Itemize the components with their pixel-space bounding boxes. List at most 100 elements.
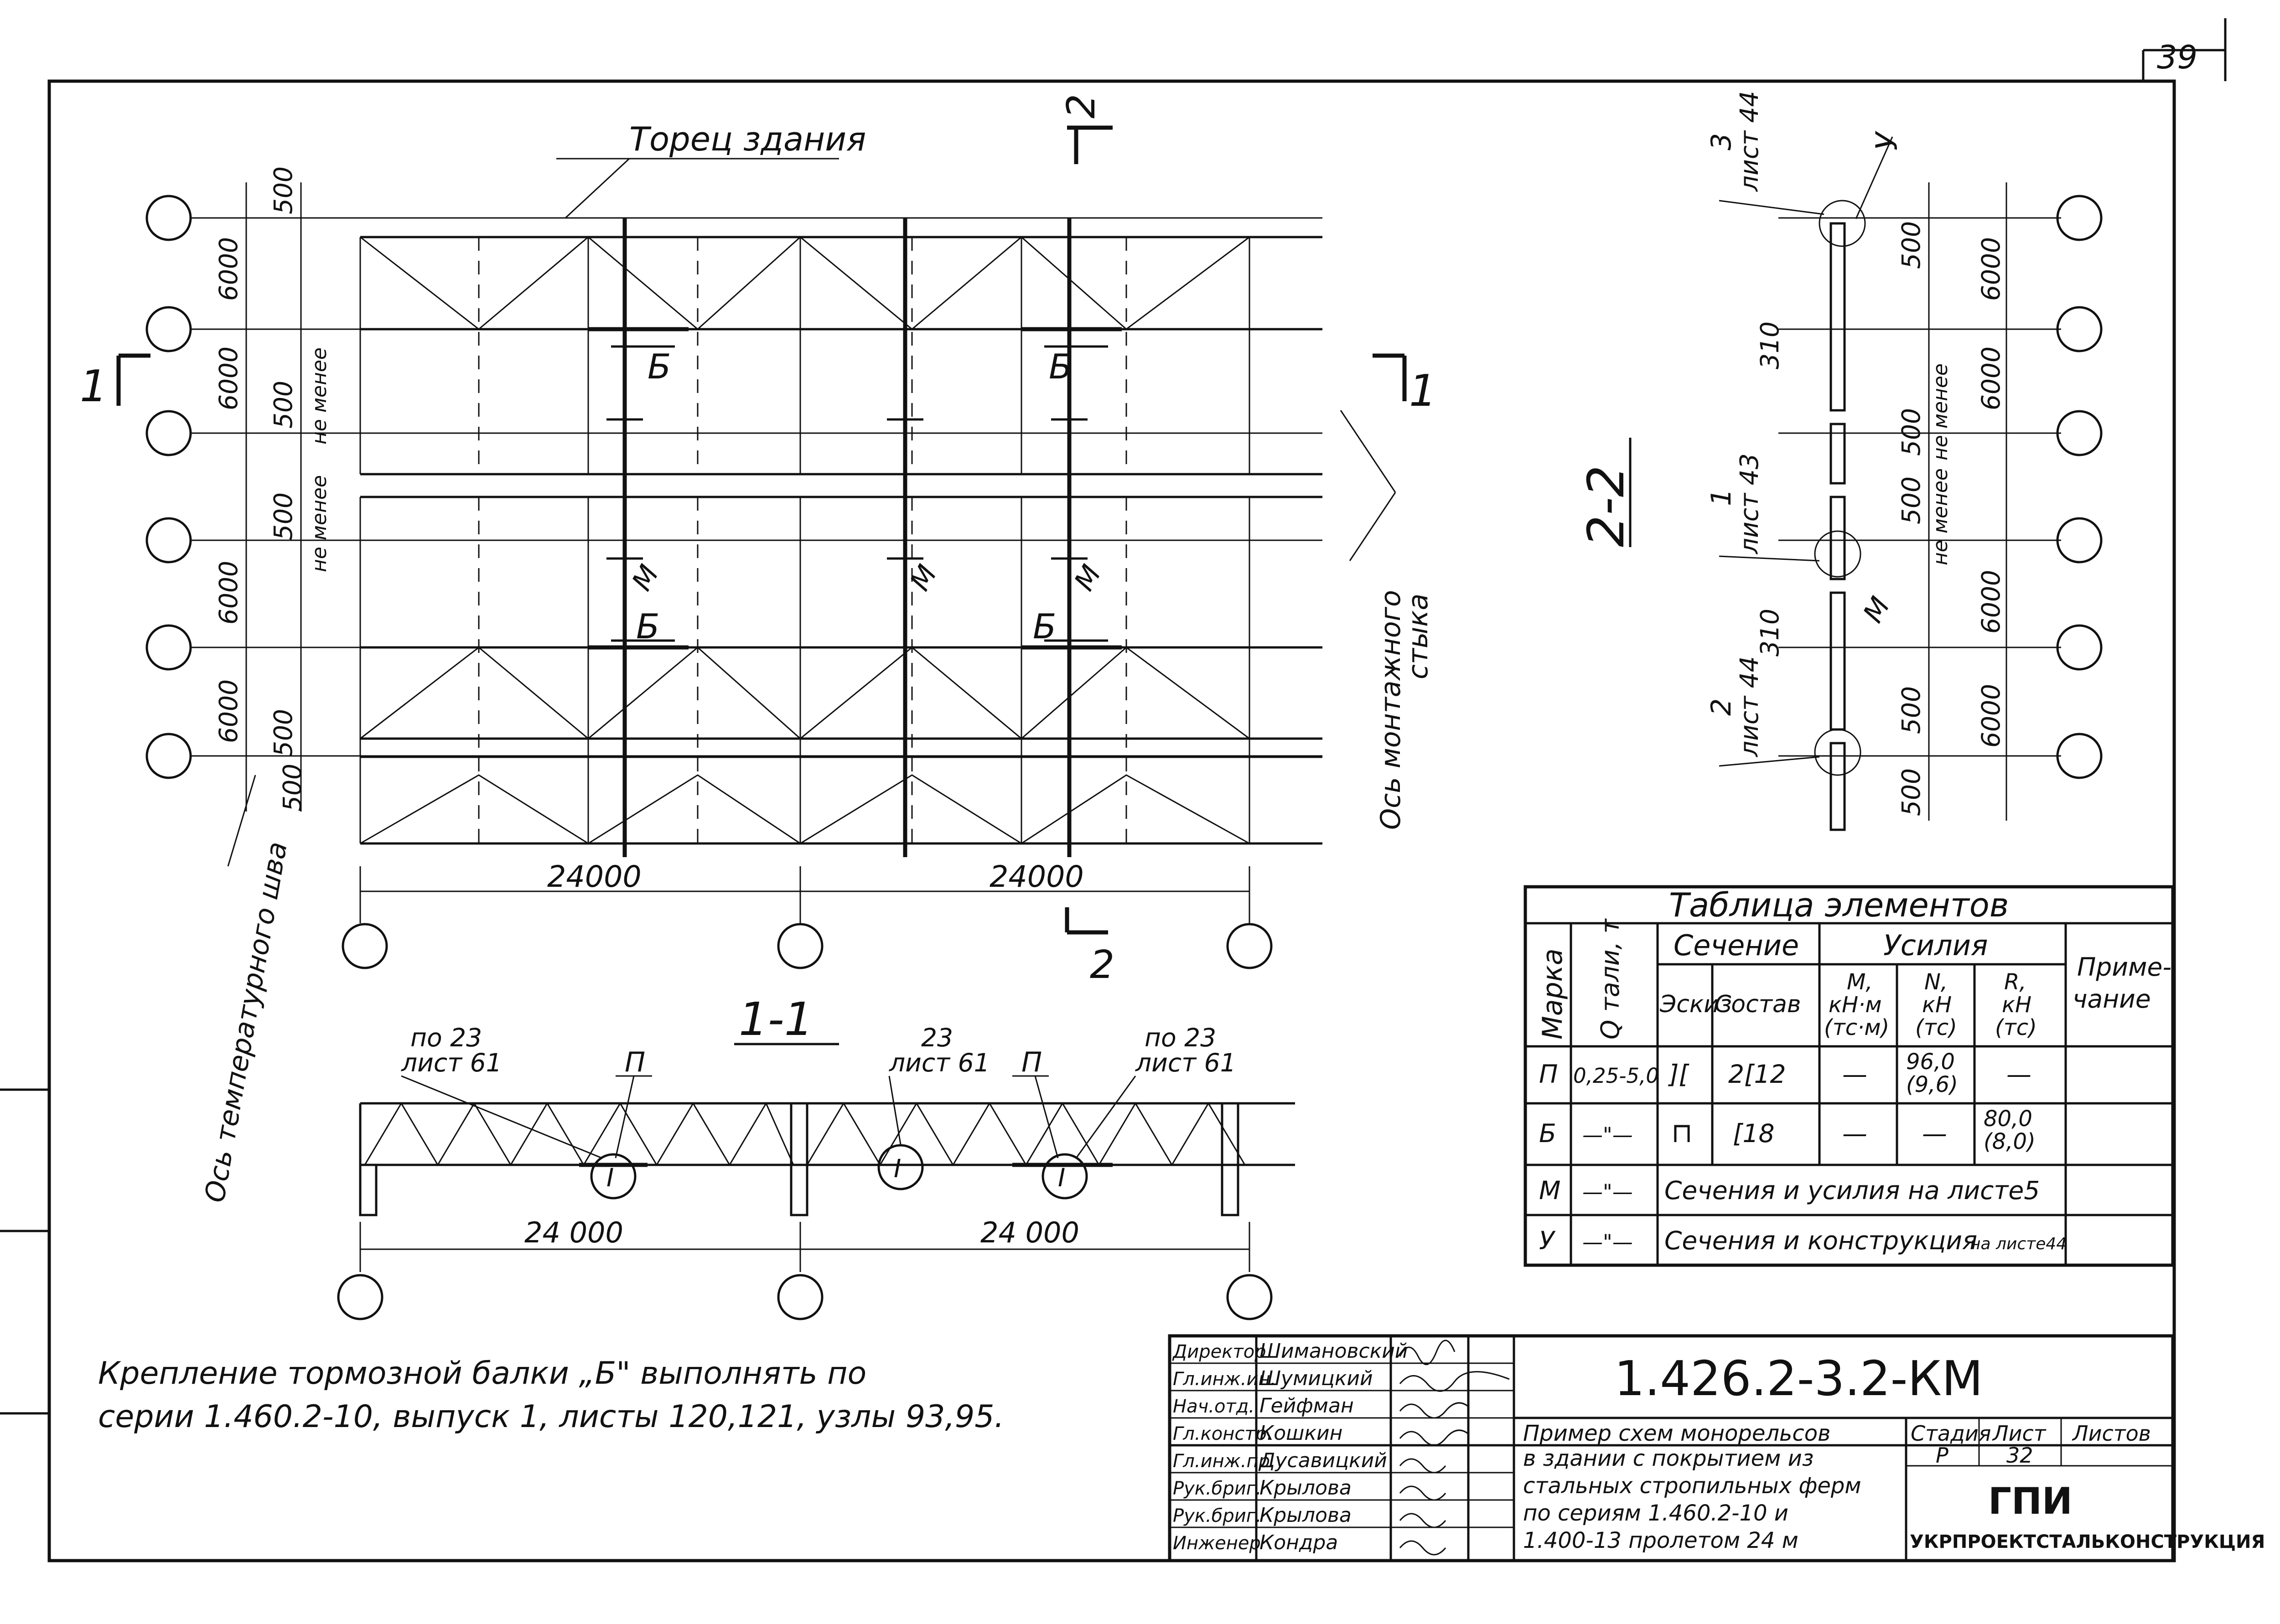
mark-p-1: П xyxy=(625,1046,645,1078)
svg-text:не менее: не менее xyxy=(308,475,331,572)
drawing-description: Пример схем монорельсов в здании с покры… xyxy=(1523,1421,1861,1553)
callout-2: 2 xyxy=(1705,698,1737,716)
svg-text:—: — xyxy=(2006,1060,2031,1089)
col-n-1: N, xyxy=(1924,969,1948,995)
svg-text:по сериям 1.460.2-10 и: по сериям 1.460.2-10 и xyxy=(1523,1500,1788,1526)
col-sketch: Эскиз xyxy=(1659,991,1732,1018)
svg-text:в здании с покрытием из: в здании с покрытием из xyxy=(1523,1446,1814,1471)
section-mark-2-bottom: 2 xyxy=(1065,907,1114,988)
table-row: У —"— Сечения и конструкция на листе44 xyxy=(1539,1226,2067,1255)
svg-text:24000: 24000 xyxy=(547,860,642,894)
col-m-1: M, xyxy=(1847,969,1873,995)
axis-circles-bottom xyxy=(342,923,1273,969)
svg-text:6000: 6000 xyxy=(1976,684,2005,748)
svg-text:6000: 6000 xyxy=(214,561,243,625)
svg-text:—"—: —"— xyxy=(1582,1123,1633,1147)
svg-text:не менее: не менее xyxy=(308,347,331,445)
svg-text:96,0: 96,0 xyxy=(1906,1049,1955,1075)
callout-1-sheet: лист 43 xyxy=(1735,453,1764,554)
mark-p-2: П xyxy=(1021,1046,1042,1078)
col-forces: Усилия xyxy=(1883,929,1988,962)
svg-text:500: 500 xyxy=(278,764,307,812)
callout-left-2: лист 61 xyxy=(401,1048,502,1077)
svg-text:500: 500 xyxy=(1897,768,1926,816)
svg-text:—: — xyxy=(1842,1119,1867,1148)
col-m-3: (тс·м) xyxy=(1824,1015,1889,1040)
sheet-number-top: 39 xyxy=(2157,39,2197,76)
svg-text:0,25-5,0: 0,25-5,0 xyxy=(1573,1064,1659,1088)
svg-text:П: П xyxy=(1539,1060,1558,1089)
svg-text:Рук.бриг.: Рук.бриг. xyxy=(1173,1505,1261,1526)
svg-text:500: 500 xyxy=(269,166,298,214)
svg-text:1: 1 xyxy=(1409,366,1436,416)
plan-dimensions-left: 500 6000 6000 500 не менее 500 не менее … xyxy=(214,166,331,812)
section-1-1-title: 1-1 xyxy=(739,993,813,1046)
note-line-1: Крепление тормозной балки „Б" выполнять … xyxy=(98,1355,866,1391)
svg-text:1: 1 xyxy=(80,362,107,412)
section-1-1: 1-1 I I I по 23 лист 61 23 лист 61 по 23… xyxy=(337,993,1295,1320)
col-section: Сечение xyxy=(1674,929,1799,962)
svg-text:(8,0): (8,0) xyxy=(1984,1129,2036,1154)
svg-text:Кошкин: Кошкин xyxy=(1259,1422,1342,1445)
svg-text:Дусавицкий: Дусавицкий xyxy=(1259,1449,1387,1472)
svg-text:6000: 6000 xyxy=(214,347,243,410)
svg-text:Гл.инж.пр.: Гл.инж.пр. xyxy=(1173,1451,1276,1472)
mounting-note: Крепление тормозной балки „Б" выполнять … xyxy=(98,1355,1004,1435)
table-row: П 0,25-5,0 ][ 2[12 — 96,0 (9,6) — xyxy=(1539,1049,2031,1097)
svg-text:Сечения и конструкция: Сечения и конструкция xyxy=(1664,1226,1977,1255)
col-note-1: Приме- xyxy=(2077,952,2171,982)
svg-text:—"—: —"— xyxy=(1582,1180,1633,1204)
brake-beams xyxy=(588,327,1122,650)
svg-text:6000: 6000 xyxy=(214,237,243,301)
svg-text:500: 500 xyxy=(269,709,298,757)
table-title: Таблица элементов xyxy=(1669,886,2009,924)
assembly-joint-axis-label-2: стыка xyxy=(1402,594,1434,679)
svg-text:Директор: Директор xyxy=(1172,1341,1266,1362)
title-block: 1.426.2-3.2-КМ Директор Гл.инж.ин. Нач.о… xyxy=(1168,1334,2265,1562)
section-mark-2-top: 2 xyxy=(1059,94,1113,164)
svg-text:(9,6): (9,6) xyxy=(1906,1072,1958,1097)
callout-left-1: по 23 xyxy=(410,1023,482,1052)
section-1-1-dim-1: 24 000 xyxy=(524,1216,623,1249)
svg-text:500: 500 xyxy=(1897,686,1926,734)
svg-text:6000: 6000 xyxy=(1976,570,2005,634)
hoist-i-2: I xyxy=(894,1154,901,1183)
handwritten-signatures xyxy=(1399,1340,1510,1556)
col-note-2: чание xyxy=(2073,984,2151,1014)
signature-names: Шимановский Шумицкий Гейфман Кошкин Дуса… xyxy=(1259,1340,1408,1554)
beam-b-label-2: Б xyxy=(1049,347,1072,387)
col-r-3: (тс) xyxy=(1995,1015,2037,1040)
roof-trusses-top xyxy=(359,236,1322,476)
svg-text:Крылова: Крылова xyxy=(1259,1476,1352,1500)
col-m-2: кН·м xyxy=(1829,992,1882,1018)
col-r-2: кН xyxy=(2002,992,2031,1018)
sheet-label: Лист xyxy=(1992,1421,2047,1446)
svg-text:Крылова: Крылова xyxy=(1259,1504,1352,1527)
svg-text:Гл.инж.ин.: Гл.инж.ин. xyxy=(1173,1369,1276,1390)
beam-b-label-3: Б xyxy=(636,606,659,646)
hoist-i-1: I xyxy=(606,1163,614,1192)
hoist-i-3: I xyxy=(1058,1163,1065,1192)
organization-logo: ГПИ xyxy=(1988,1480,2073,1522)
col-r-1: R, xyxy=(2004,969,2026,995)
svg-text:24000: 24000 xyxy=(990,860,1084,894)
callout-1: 1 xyxy=(1705,489,1737,506)
svg-text:не менее: не менее xyxy=(1929,468,1952,565)
callout-right-2: лист 61 xyxy=(1135,1048,1236,1077)
col-n-3: (тс) xyxy=(1915,1015,1957,1040)
svg-text:6000: 6000 xyxy=(1976,347,2005,410)
svg-text:500: 500 xyxy=(1897,408,1926,456)
callout-2-sheet: лист 44 xyxy=(1735,656,1764,757)
table-row: Б —"— ⊓ [18 — — 80,0 (8,0) xyxy=(1539,1106,2036,1154)
svg-text:Кондра: Кондра xyxy=(1259,1531,1338,1554)
svg-text:1.400-13 пролетом 24 м: 1.400-13 пролетом 24 м xyxy=(1523,1528,1798,1553)
svg-text:—: — xyxy=(1842,1060,1867,1089)
section-2-2-title: 2-2 xyxy=(1577,465,1635,547)
plan-dimensions-bottom: 24000 24000 xyxy=(359,860,1250,923)
svg-text:⊓: ⊓ xyxy=(1671,1117,1693,1149)
svg-text:Гл.констр.: Гл.констр. xyxy=(1173,1423,1273,1444)
assembly-joint-axis-label-1: Ось монтажного xyxy=(1375,590,1407,830)
section-mark-1-right: 1 xyxy=(1373,353,1436,416)
svg-text:Пример схем монорельсов: Пример схем монорельсов xyxy=(1523,1421,1830,1446)
section-2-2: 2-2 500 6000 310 6000 500 не xyxy=(1577,91,2103,831)
